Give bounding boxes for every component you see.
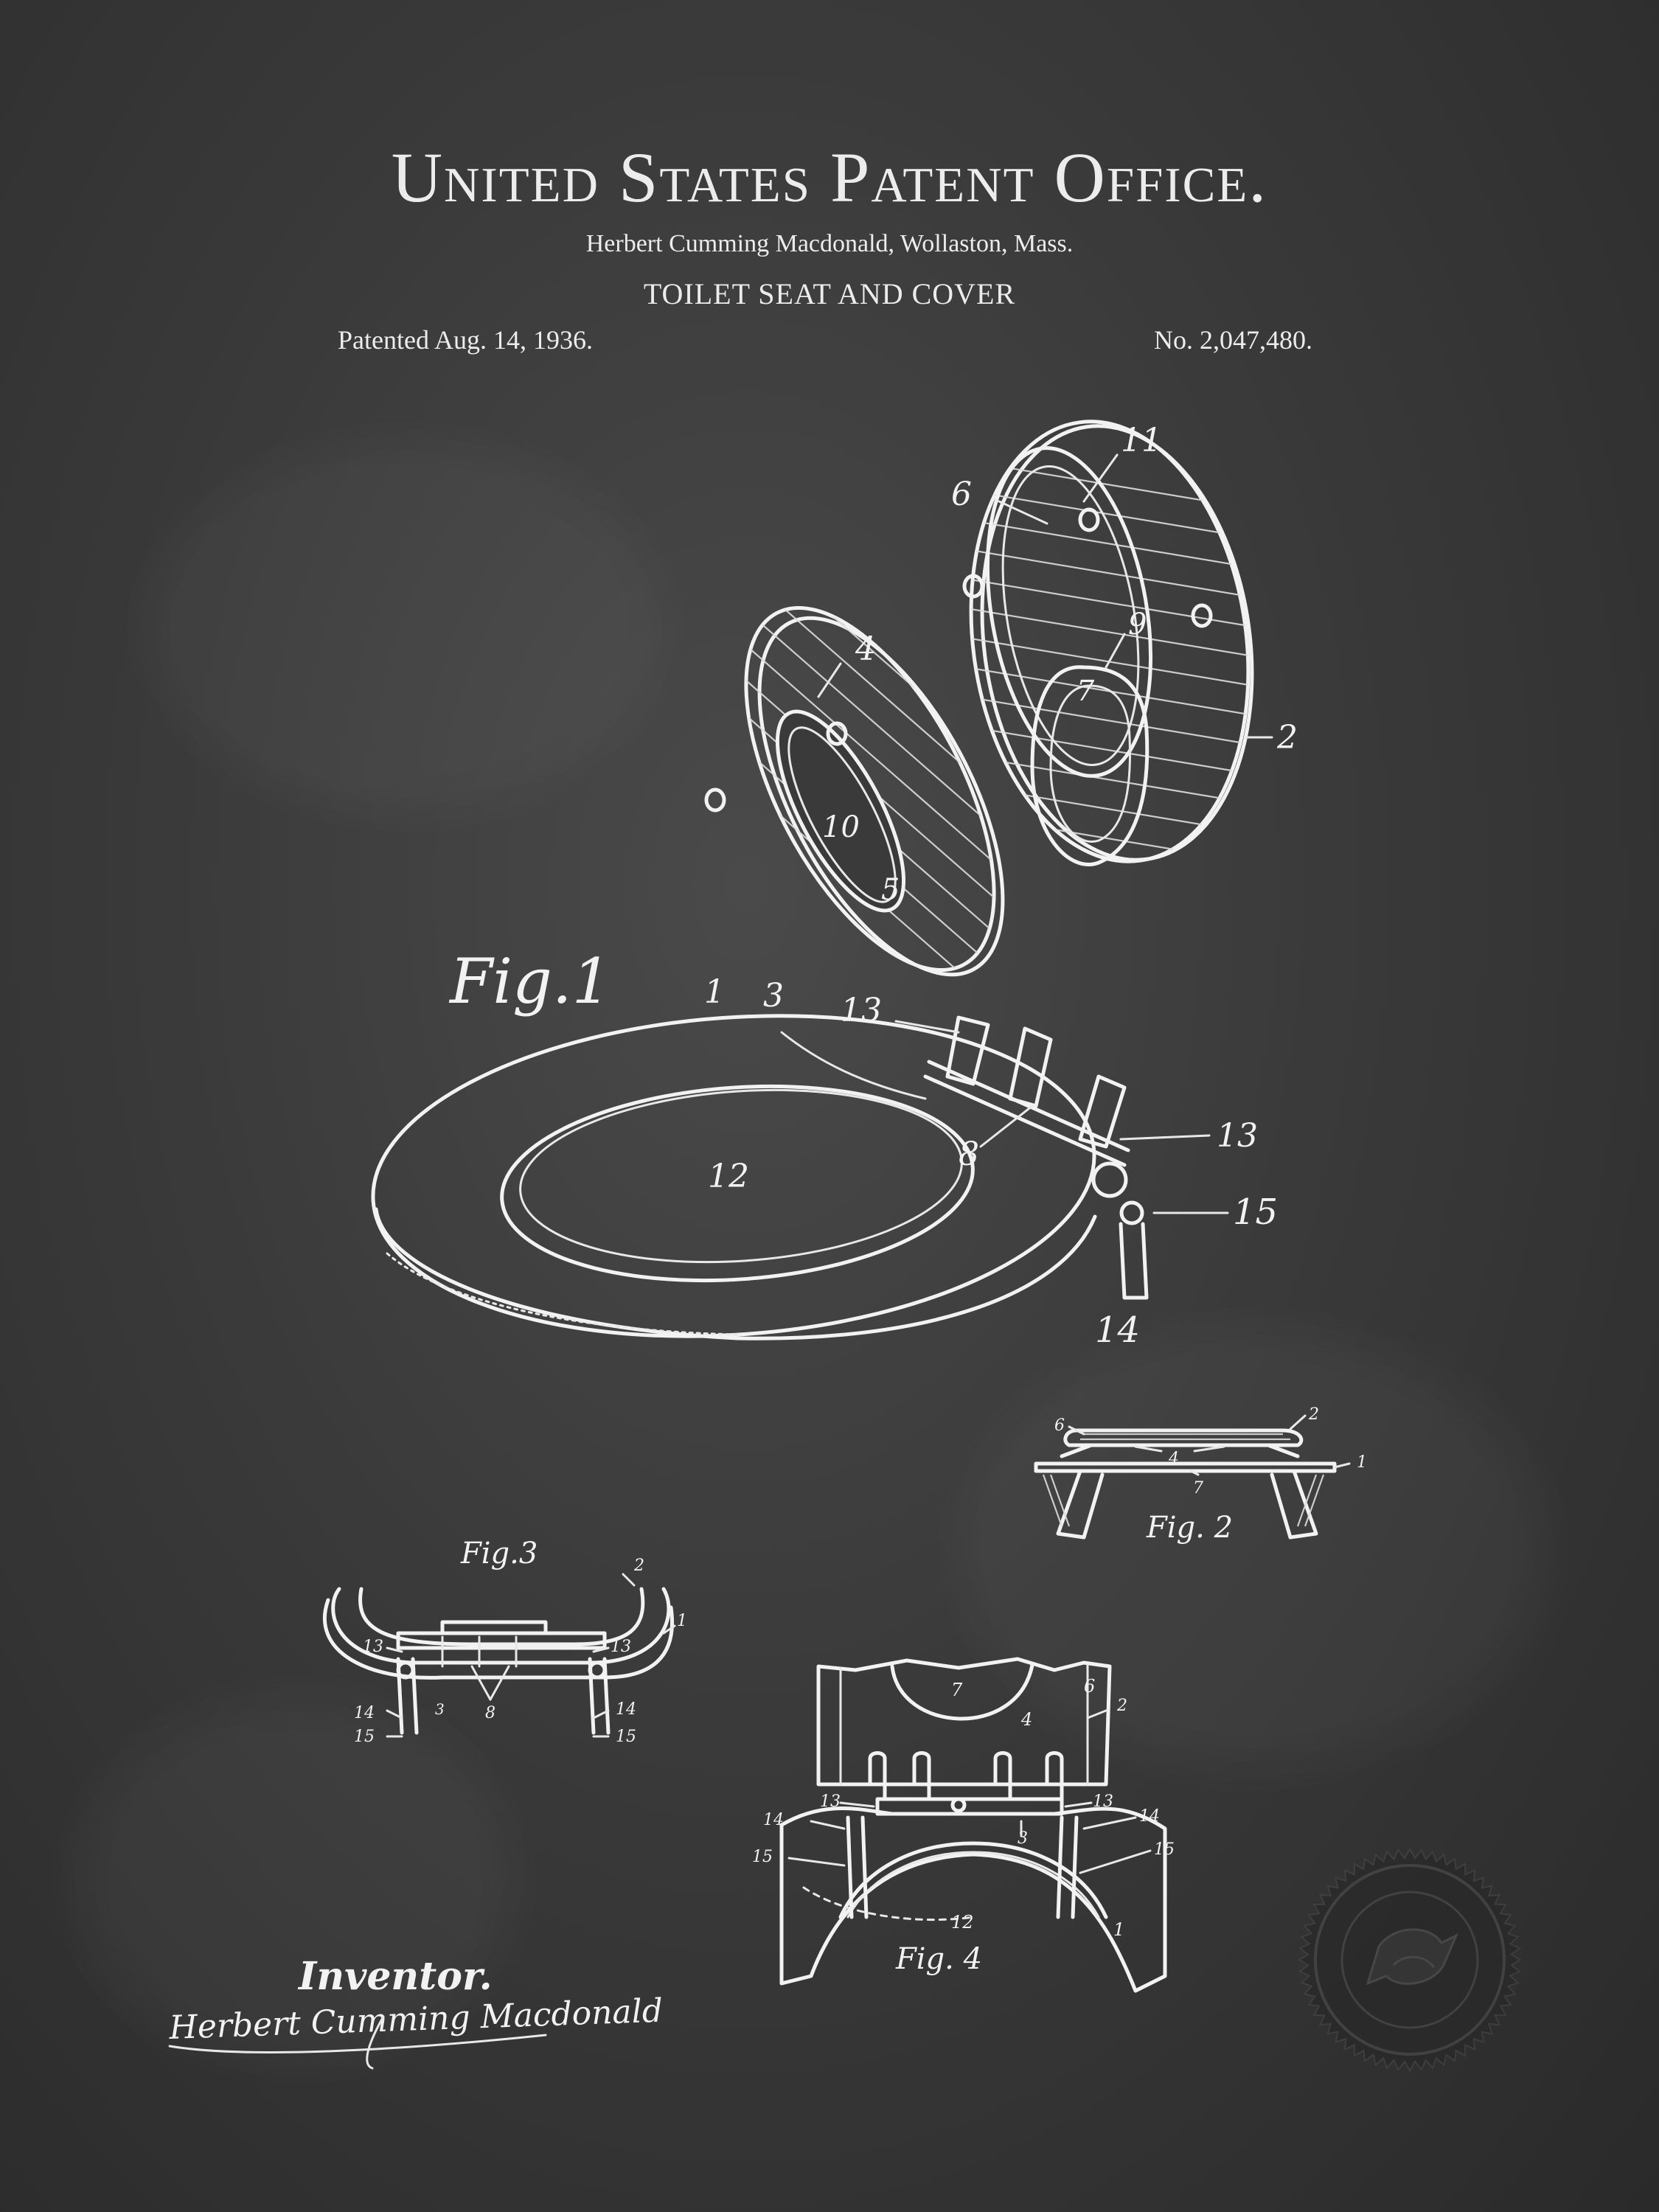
fig1-callout-4: 4 xyxy=(855,630,876,668)
fig1-callout-10: 10 xyxy=(822,810,860,844)
fig3-callout-15b: 15 xyxy=(616,1728,636,1746)
fig1-label: Fig.1 xyxy=(448,945,611,1018)
fig4-callout-6: 6 xyxy=(1084,1676,1095,1697)
fig3-callout-1: 1 xyxy=(677,1612,687,1630)
fig1-hinge xyxy=(923,1015,1149,1300)
fig1-lid xyxy=(944,420,1276,880)
fig2-label: Fig. 2 xyxy=(1146,1511,1233,1545)
fig1-callout-8: 8 xyxy=(959,1135,979,1173)
fig1-callout-3: 3 xyxy=(763,977,784,1015)
fig4-callout-14a: 14 xyxy=(763,1811,784,1829)
fig4-callout-1: 1 xyxy=(1113,1919,1124,1940)
fig3-callout-14b: 14 xyxy=(616,1700,636,1719)
fig1-callout-2: 2 xyxy=(1276,719,1298,757)
fig1-callout-13a: 13 xyxy=(841,992,882,1029)
signature-heading: Inventor. xyxy=(297,1954,493,1999)
fig4-callout-13a: 13 xyxy=(820,1792,841,1811)
fig4-callout-15a: 15 xyxy=(752,1848,773,1866)
fig2-drawing: Fig. 2 6 2 4 1 7 xyxy=(1034,1405,1367,1545)
patent-date: Patented Aug. 14, 1936. xyxy=(338,325,593,355)
eagle-seal-icon xyxy=(1298,1848,1522,2072)
fig4-label: Fig. 4 xyxy=(895,1942,982,1976)
fig1-callout-11: 11 xyxy=(1121,422,1162,459)
fig1-drawing: Fig.1 1 2 3 4 5 6 7 8 9 10 11 12 13 13 1… xyxy=(371,420,1298,1351)
fig4-drawing: 7 6 2 4 13 13 14 14 15 15 3 12 1 Fig. 4 xyxy=(752,1657,1175,1993)
fig2-callout-4: 4 xyxy=(1168,1450,1179,1468)
fig3-callout-2: 2 xyxy=(633,1557,644,1575)
fig4-callout-3: 3 xyxy=(1018,1829,1028,1848)
inventor-line: Herbert Cumming Macdonald, Wollaston, Ma… xyxy=(585,230,1074,257)
fig3-callout-14a: 14 xyxy=(354,1704,375,1722)
fig1-callout-1: 1 xyxy=(704,973,725,1011)
fig2-callout-6: 6 xyxy=(1054,1416,1065,1435)
fig1-callout-6: 6 xyxy=(951,476,972,513)
fig3-callout-8: 8 xyxy=(485,1704,495,1722)
fig4-callout-7: 7 xyxy=(951,1680,963,1700)
fig4-callout-4: 4 xyxy=(1020,1709,1032,1730)
fig3-drawing: Fig.3 2 1 13 13 14 14 15 15 3 8 xyxy=(322,1537,687,1746)
fig1-callout-9: 9 xyxy=(1128,608,1147,641)
fig1-callout-7: 7 xyxy=(1077,675,1095,707)
fig4-callout-2: 2 xyxy=(1116,1697,1127,1715)
fig1-callout-15: 15 xyxy=(1233,1192,1278,1233)
fig3-label: Fig.3 xyxy=(460,1537,538,1571)
fig2-callout-1: 1 xyxy=(1357,1453,1367,1472)
page-title: United States Patent Office. xyxy=(391,138,1268,217)
fig4-callout-13b: 13 xyxy=(1093,1792,1113,1811)
fig1-callout-13b: 13 xyxy=(1217,1117,1258,1155)
fig1-callout-5: 5 xyxy=(881,873,900,907)
fig3-callout-13b: 13 xyxy=(611,1638,631,1656)
fig3-callout-13a: 13 xyxy=(363,1638,383,1656)
fig2-callout-7: 7 xyxy=(1193,1479,1203,1498)
fig1-callout-12: 12 xyxy=(708,1158,749,1195)
fig3-callout-3: 3 xyxy=(435,1700,445,1718)
fig1-cover xyxy=(695,569,1046,1009)
signature-name: Herbert Cumming Macdonald xyxy=(168,1992,664,2047)
invention-title: TOILET SEAT AND COVER xyxy=(643,277,1016,310)
fig3-callout-15a: 15 xyxy=(354,1728,375,1746)
fig2-callout-2: 2 xyxy=(1308,1405,1319,1424)
inventor-signature: Inventor. Herbert Cumming Macdonald xyxy=(168,1954,664,2070)
fig4-callout-12: 12 xyxy=(951,1912,974,1933)
fig1-callout-14: 14 xyxy=(1095,1310,1140,1351)
fig4-callout-15b: 15 xyxy=(1154,1840,1175,1859)
patent-number: No. 2,047,480. xyxy=(1154,325,1312,355)
fig1-leaders xyxy=(780,453,1273,1214)
fig4-callout-14b: 14 xyxy=(1139,1807,1160,1826)
